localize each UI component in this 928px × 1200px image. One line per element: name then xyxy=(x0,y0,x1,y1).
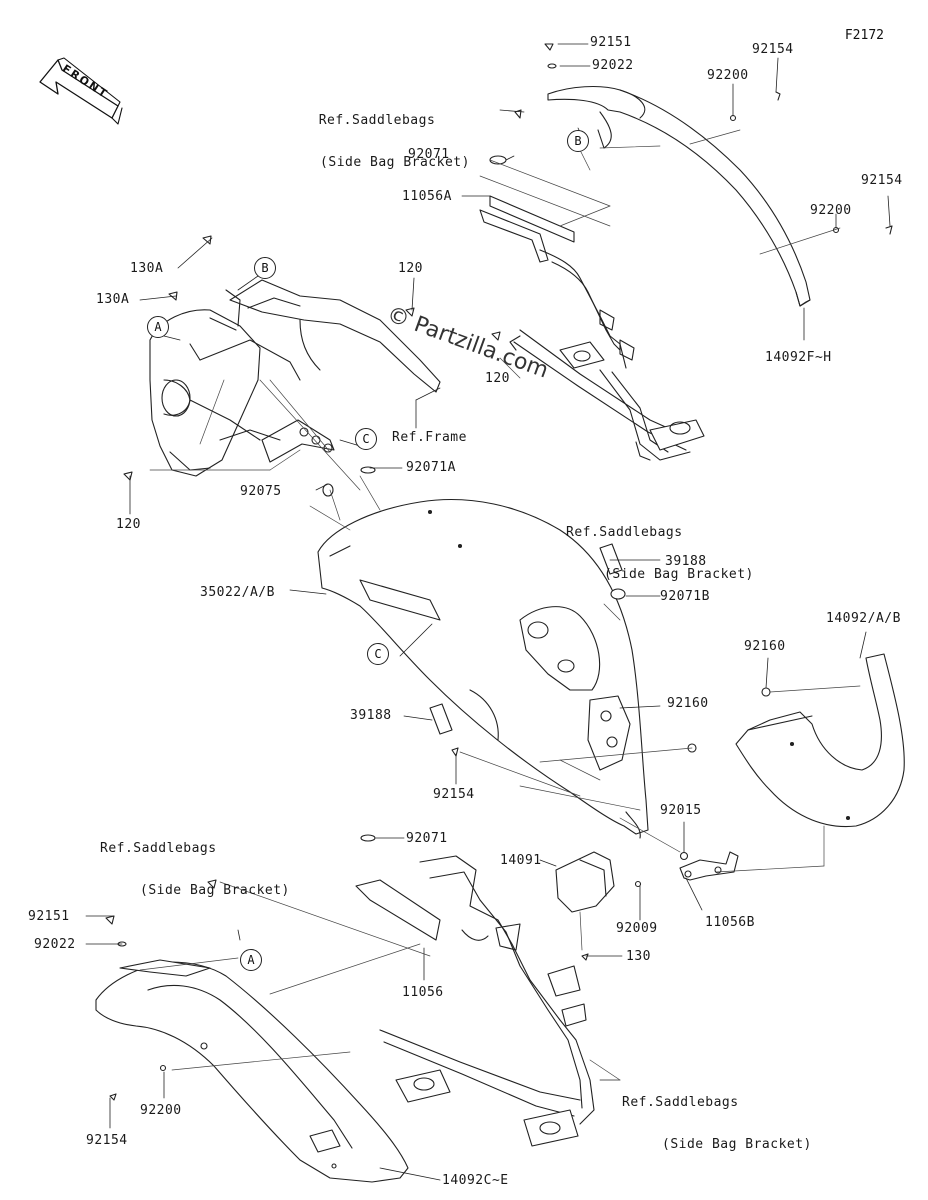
side-cover-lower-right xyxy=(735,653,905,828)
ref-saddlebags-top-line2: (Side Bag Bracket) xyxy=(320,155,470,170)
callout-c-fender: C xyxy=(367,643,389,665)
side-cover-lower-left xyxy=(95,959,409,1183)
leader-lines xyxy=(85,43,891,1181)
part-label-92200-bottom[interactable]: 92200 xyxy=(140,1103,182,1118)
part-label-120-left[interactable]: 120 xyxy=(116,517,141,532)
part-label-130A-1[interactable]: 130A xyxy=(130,261,164,276)
part-label-92071A[interactable]: 92071A xyxy=(406,460,456,475)
rear-frame-assembly xyxy=(149,279,441,477)
part-label-92160-1[interactable]: 92160 xyxy=(744,639,786,654)
part-label-14092-A-B[interactable]: 14092/A/B xyxy=(826,611,901,626)
part-label-92154-top[interactable]: 92154 xyxy=(752,42,794,57)
reference-lines xyxy=(139,129,861,1081)
callout-b-frame: B xyxy=(254,257,276,279)
part-label-35022-A-B[interactable]: 35022/A/B xyxy=(200,585,275,600)
ref-saddlebags-top-line1: Ref.Saddlebags xyxy=(318,113,436,128)
part-label-92071B[interactable]: 92071B xyxy=(660,589,710,604)
bracket-14091 xyxy=(555,851,615,913)
part-label-92009[interactable]: 92009 xyxy=(616,921,658,936)
part-label-11056B[interactable]: 11056B xyxy=(705,915,755,930)
ref-saddlebags-bottom-line1: Ref.Saddlebags xyxy=(622,1095,739,1110)
callout-a-frame: A xyxy=(147,316,169,338)
ref-saddlebags-low[interactable]: Ref.Saddlebags (Side Bag Bracket) xyxy=(100,814,330,926)
part-label-120-mid[interactable]: 120 xyxy=(485,371,510,386)
reflector-39188-right xyxy=(599,543,623,575)
grommet-92071B xyxy=(610,588,626,600)
ref-saddlebags-low-line1: Ref.Saddlebags xyxy=(100,841,217,856)
part-label-14092F-H[interactable]: 14092F~H xyxy=(765,350,832,365)
ref-saddlebags-mid[interactable]: Ref.Saddlebags (Side Bag Bracket) xyxy=(560,498,790,610)
part-label-130[interactable]: 130 xyxy=(626,949,651,964)
reflector-39188-left xyxy=(429,703,453,735)
callout-c-frame: C xyxy=(355,428,377,450)
side-bag-bracket-upper xyxy=(479,195,705,461)
part-label-92071-lower[interactable]: 92071 xyxy=(406,831,448,846)
part-label-39188-left[interactable]: 39188 xyxy=(350,708,392,723)
rear-fender-main xyxy=(317,499,649,839)
part-label-11056A[interactable]: 11056A xyxy=(402,189,452,204)
ref-frame-label[interactable]: Ref.Frame xyxy=(392,430,467,445)
diagram-code: F2172 xyxy=(844,28,884,43)
ref-saddlebags-top[interactable]: Ref.Saddlebags (Side Bag Bracket) xyxy=(262,86,492,198)
ref-saddlebags-bottom[interactable]: Ref.Saddlebags (Side Bag Bracket) xyxy=(622,1068,852,1180)
part-label-92022-lower[interactable]: 92022 xyxy=(34,937,76,952)
part-label-130A-2[interactable]: 130A xyxy=(96,292,130,307)
part-label-92200-top[interactable]: 92200 xyxy=(707,68,749,83)
part-label-92071-top[interactable]: 92071 xyxy=(408,147,450,162)
part-label-14092C-E[interactable]: 14092C~E xyxy=(442,1173,509,1188)
callout-b-upper: B xyxy=(567,130,589,152)
part-label-92151-top[interactable]: 92151 xyxy=(590,35,632,50)
ref-saddlebags-low-line2: (Side Bag Bracket) xyxy=(140,883,290,898)
part-label-92154-center[interactable]: 92154 xyxy=(433,787,475,802)
part-label-11056[interactable]: 11056 xyxy=(402,985,444,1000)
part-label-39188-right[interactable]: 39188 xyxy=(665,554,707,569)
part-label-92015[interactable]: 92015 xyxy=(660,803,702,818)
bracket-11056B xyxy=(679,851,739,881)
front-direction-arrow-icon xyxy=(39,57,123,125)
part-label-92075[interactable]: 92075 xyxy=(240,484,282,499)
part-label-92160-2[interactable]: 92160 xyxy=(667,696,709,711)
part-label-92154-bottom[interactable]: 92154 xyxy=(86,1133,128,1148)
side-bag-bracket-lower xyxy=(355,855,595,1147)
part-label-92154-right[interactable]: 92154 xyxy=(861,173,903,188)
side-cover-upper-right xyxy=(547,86,811,307)
part-label-92151-lower[interactable]: 92151 xyxy=(28,909,70,924)
ref-saddlebags-bottom-line2: (Side Bag Bracket) xyxy=(662,1137,812,1152)
ref-saddlebags-mid-line2: (Side Bag Bracket) xyxy=(604,567,754,582)
part-label-120-top[interactable]: 120 xyxy=(398,261,423,276)
part-label-92200-right[interactable]: 92200 xyxy=(810,203,852,218)
part-label-92022-top[interactable]: 92022 xyxy=(592,58,634,73)
ref-saddlebags-mid-line1: Ref.Saddlebags xyxy=(566,525,683,540)
callout-a-lower: A xyxy=(240,949,262,971)
part-label-14091[interactable]: 14091 xyxy=(500,853,542,868)
